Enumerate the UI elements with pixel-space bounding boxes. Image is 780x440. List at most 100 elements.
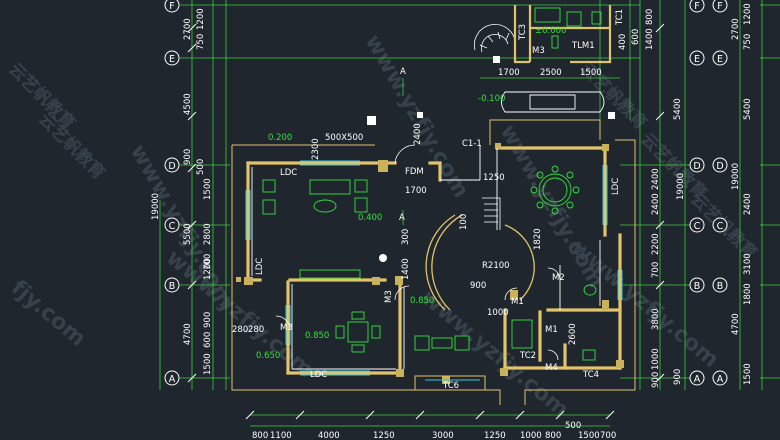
axis-label-right: A: [694, 374, 701, 385]
ldc-label: LDC: [280, 168, 297, 178]
elevation-text: 0.200: [268, 133, 292, 143]
dim-text: 2200: [651, 233, 661, 255]
dim-text: 1000: [487, 308, 509, 318]
dim-text: 100: [459, 214, 469, 230]
dim-text: 2400: [651, 193, 661, 215]
door-tag: M4: [545, 363, 558, 373]
top-dimensions: 1700 2500 1500: [498, 68, 602, 78]
dim-text: 4700: [183, 323, 193, 345]
dim-text: 3800: [651, 308, 661, 330]
elevation-text: ±0.000: [535, 26, 566, 36]
axis-bubbles: [164, 0, 728, 386]
ldc-label: LDC: [255, 258, 265, 275]
armchair-icon: [454, 335, 470, 351]
watermark-layer: www.yzfjy.com www.yzfjy.com www.yzfjy.co…: [4, 31, 761, 423]
armchair-icon: [354, 197, 368, 213]
door-icon: [394, 285, 410, 301]
watermark-url: www.yzfjy.com: [416, 285, 573, 422]
c1-label: C1-1: [462, 139, 482, 149]
dim-text: 3000: [432, 431, 454, 440]
coffee-table-icon: [313, 199, 337, 213]
dim-text: 3100: [743, 253, 753, 275]
fdm-label: FDM: [405, 167, 424, 177]
tv-cabinet-icon: [299, 269, 361, 279]
armchair-icon: [354, 179, 368, 193]
dim-text: 4500: [183, 93, 193, 115]
staircase-icon: [482, 197, 501, 230]
upper-walls: [513, 5, 612, 64]
dim-text: 700: [203, 254, 213, 270]
ldc-label: LDC: [611, 178, 621, 195]
appliance-icon: [591, 11, 602, 25]
dimension-ticks: [187, 23, 665, 420]
dim-text: 900: [651, 372, 661, 388]
dim-text: 1400: [645, 28, 655, 50]
toilet-icon: [583, 284, 597, 296]
appliance-icon: [551, 35, 559, 49]
axis-label-outer: B: [717, 281, 724, 292]
dim-text: 280: [232, 325, 248, 335]
dim-text: 1700: [405, 186, 427, 196]
furniture-layer: [262, 7, 605, 361]
dining-table-icon: [538, 173, 572, 207]
watermark-url-partial: fjy.com: [6, 275, 90, 351]
dim-text: 2400: [651, 168, 661, 190]
plan-labels: LDC LDC LDC LDC FDM C1-1 M3 M3 M3 M1 M2 …: [255, 9, 625, 391]
door-swings: [275, 144, 561, 361]
dim-text: 700: [651, 262, 661, 278]
spiral-stair-icon: [474, 24, 516, 53]
dim-text: 5400: [673, 98, 683, 120]
wall-blocks: [236, 143, 624, 384]
elevation-text: 0.650: [256, 351, 280, 361]
dim-text: 500X500: [325, 133, 363, 143]
axis-label-left: D: [168, 161, 175, 172]
dim-text: 2300: [311, 138, 321, 160]
dim-text: 1200: [196, 8, 206, 30]
axis-label-right: C: [694, 221, 701, 232]
axis-label-left: B: [169, 281, 176, 292]
sofa-icon: [431, 337, 453, 349]
door-icon: [504, 287, 518, 301]
sofa-icon: [309, 179, 351, 195]
axis-label-outer: C: [717, 221, 724, 232]
dim-text: 300: [401, 229, 411, 245]
armchair-icon: [262, 199, 276, 215]
window-tag: TC1: [615, 9, 625, 26]
armchair-icon: [262, 179, 276, 193]
radius-label: R2100: [482, 261, 510, 271]
axis-label-right: F: [694, 1, 699, 12]
dim-text: 1200: [743, 3, 753, 25]
axis-label-outer: A: [717, 374, 724, 385]
appliance-icon: [534, 7, 561, 23]
dim-text: 19000: [676, 173, 686, 200]
dim-text: 2400: [413, 123, 423, 145]
window-tag: TC2: [519, 351, 536, 361]
appliance-icon: [566, 11, 582, 27]
dim-text: 1100: [270, 431, 292, 440]
window-tag: TC3: [518, 24, 528, 41]
elevation-text: 0.850: [305, 331, 329, 341]
dimension-chains: [159, 0, 763, 427]
dim-text: 1800: [743, 283, 753, 305]
dim-text: 400: [618, 34, 628, 50]
dim-text: 2600: [568, 323, 578, 345]
window-tag: TC6: [442, 381, 459, 391]
dim-text: 800: [645, 9, 655, 25]
dim-text: 1250: [484, 431, 506, 440]
dim-text: 600: [631, 29, 641, 45]
axis-label-left: F: [169, 1, 174, 12]
curved-wall: [425, 214, 535, 311]
section-label: A: [400, 67, 406, 77]
elevation-text: 0.850: [410, 296, 434, 306]
dim-text: 1400: [401, 258, 411, 280]
dim-text: 1250: [373, 431, 395, 440]
dim-text: 1500: [580, 68, 602, 78]
dim-text: 2500: [540, 68, 562, 78]
bathtub-icon: [511, 319, 533, 349]
axis-label-left: C: [169, 221, 176, 232]
dim-text: 1500: [203, 353, 213, 375]
dim-text: 500: [565, 421, 581, 431]
dim-text: 1500: [578, 431, 600, 440]
dim-text: 5400: [743, 98, 753, 120]
